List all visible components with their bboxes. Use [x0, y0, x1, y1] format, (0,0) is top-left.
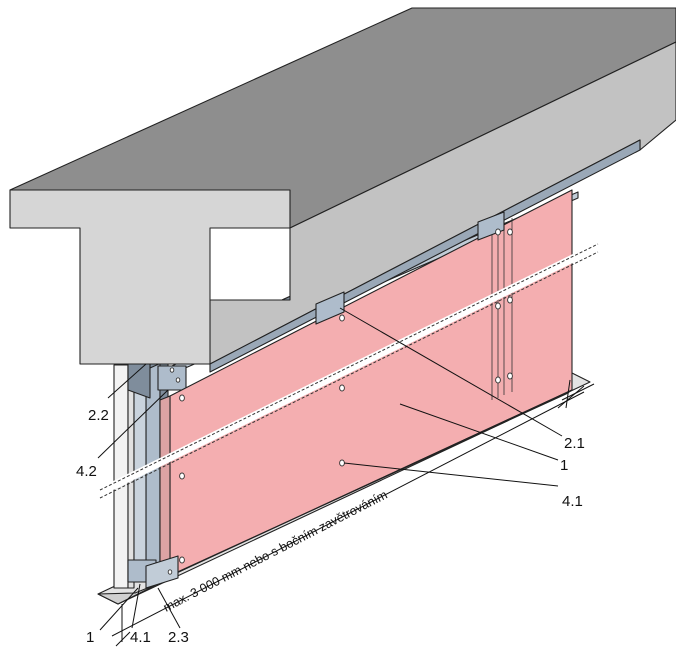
- label-1-right: 1: [560, 457, 568, 474]
- label-2-1: 2.1: [564, 435, 585, 452]
- screw: [507, 296, 513, 304]
- label-2-2: 2.2: [88, 407, 109, 424]
- screw: [169, 367, 175, 373]
- screw: [179, 472, 185, 480]
- clip-plate-2: [477, 211, 505, 241]
- screw: [175, 377, 181, 383]
- label-4-2: 4.2: [76, 463, 97, 480]
- screw: [339, 314, 345, 322]
- screw: [179, 394, 185, 402]
- board-left-edge: [159, 395, 171, 581]
- screw: [495, 228, 501, 236]
- screw: [179, 556, 185, 564]
- dimension-line: [111, 379, 595, 647]
- label-2-3: 2.3: [168, 629, 189, 646]
- screw: [495, 376, 501, 384]
- clip-plate-bottom-2: [145, 555, 179, 589]
- clip-plate-1: [315, 291, 345, 325]
- screw: [339, 459, 345, 467]
- screw: [339, 384, 345, 392]
- fixing-plate-2-2: [127, 363, 151, 399]
- label-4-1-right: 4.1: [562, 493, 583, 510]
- leader-lines: [97, 307, 563, 631]
- label-1-bottom: 1: [86, 629, 94, 646]
- label-4-1-bottom: 4.1: [130, 629, 151, 646]
- screw: [167, 569, 173, 575]
- break-line-icon: [98, 242, 600, 499]
- screw: [495, 302, 501, 310]
- screw: [507, 372, 513, 380]
- screw: [507, 228, 513, 236]
